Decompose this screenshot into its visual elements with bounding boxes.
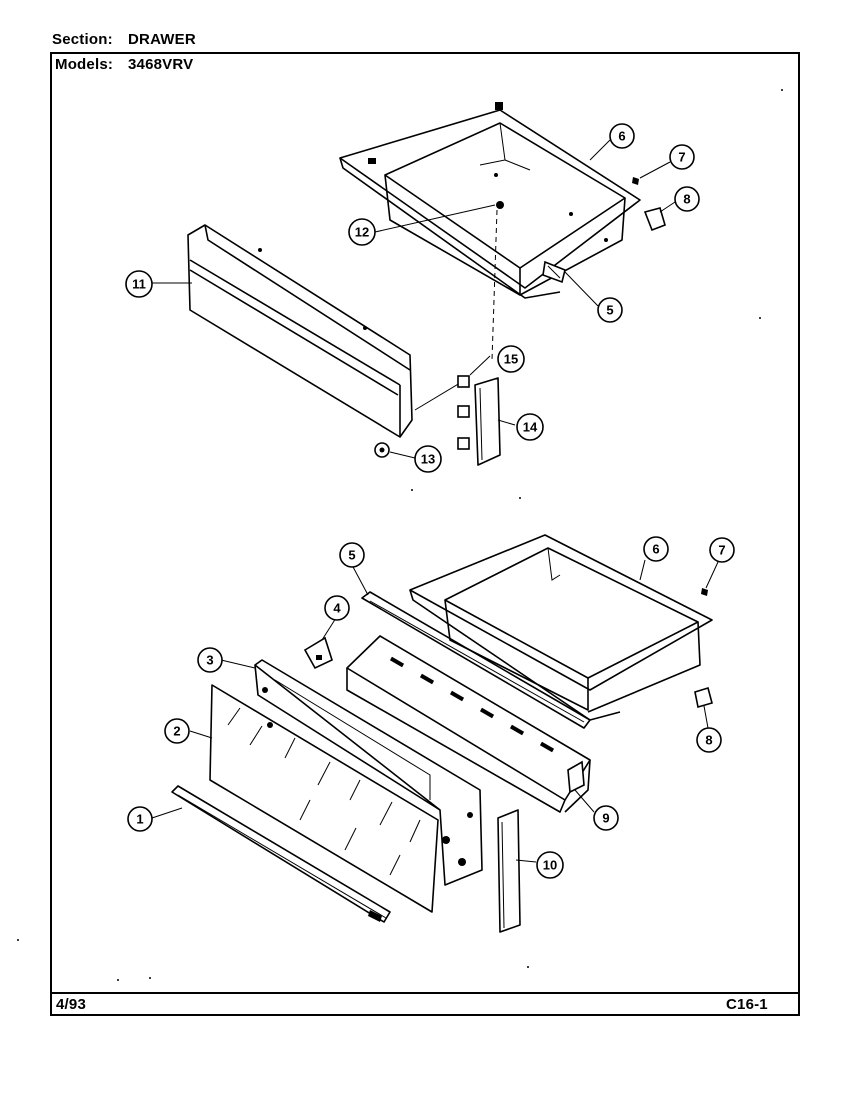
- svg-text:3: 3: [206, 653, 213, 668]
- callout-12: 12: [348, 218, 376, 246]
- drawer-glass-panel: [209, 684, 439, 913]
- callout-5-upper: 5: [597, 297, 623, 323]
- bracket-upper: [643, 207, 666, 232]
- upper-side-trim: [457, 375, 501, 466]
- svg-text:8: 8: [683, 192, 690, 207]
- svg-text:14: 14: [523, 420, 538, 435]
- footer-date: 4/93: [56, 996, 86, 1013]
- callout-7-upper: 7: [669, 144, 695, 170]
- models-value: 3468VRV: [128, 56, 194, 73]
- svg-text:11: 11: [132, 277, 146, 292]
- svg-text:5: 5: [606, 303, 613, 318]
- svg-text:7: 7: [678, 150, 685, 165]
- callout-13: 13: [414, 445, 442, 473]
- drawer-back-panel: [346, 635, 591, 813]
- svg-text:4: 4: [333, 601, 341, 616]
- callout-9: 9: [593, 805, 619, 831]
- svg-text:6: 6: [652, 542, 659, 557]
- svg-text:10: 10: [543, 858, 557, 873]
- callout-6-upper: 6: [609, 123, 635, 149]
- section-label: Section:: [52, 31, 113, 48]
- lower-side-trim: [497, 809, 521, 933]
- svg-text:9: 9: [602, 811, 609, 826]
- callout-5-lower: 5: [339, 542, 365, 568]
- drawer-trim-strip: [171, 785, 391, 923]
- svg-text:8: 8: [705, 733, 712, 748]
- svg-text:13: 13: [421, 452, 435, 467]
- screw-lower: [701, 588, 708, 596]
- footer-page-code: C16-1: [726, 996, 768, 1013]
- callout-14: 14: [516, 413, 544, 441]
- callout-8-lower: 8: [696, 727, 722, 753]
- svg-text:12: 12: [355, 225, 369, 240]
- callout-15: 15: [497, 345, 525, 373]
- callout-4: 4: [324, 595, 350, 621]
- callout-6-lower: 6: [643, 536, 669, 562]
- svg-text:1: 1: [136, 812, 143, 827]
- screw-upper: [632, 177, 639, 185]
- models-label: Models:: [55, 56, 114, 73]
- diagram-frame: [50, 52, 800, 1016]
- upper-drawer-pan: [339, 102, 641, 299]
- upper-drawer-front: [187, 224, 413, 438]
- svg-text:6: 6: [618, 129, 625, 144]
- callout-3: 3: [197, 647, 223, 673]
- svg-text:15: 15: [504, 352, 518, 367]
- bracket-lower-left: [303, 636, 333, 670]
- drawer-inner-frame: [254, 659, 483, 886]
- callout-11: 11: [125, 270, 153, 298]
- callout-8-upper: 8: [674, 186, 700, 212]
- callout-1: 1: [127, 806, 153, 832]
- bracket-lower-right: [694, 686, 713, 709]
- svg-text:7: 7: [718, 543, 725, 558]
- svg-text:5: 5: [348, 548, 355, 563]
- section-value: DRAWER: [128, 31, 196, 48]
- lower-drawer-pan: [409, 534, 713, 721]
- callout-10: 10: [536, 851, 564, 879]
- callout-7-lower: 7: [709, 537, 735, 563]
- callout-2: 2: [164, 718, 190, 744]
- svg-text:2: 2: [173, 724, 180, 739]
- footer-divider: [50, 992, 800, 994]
